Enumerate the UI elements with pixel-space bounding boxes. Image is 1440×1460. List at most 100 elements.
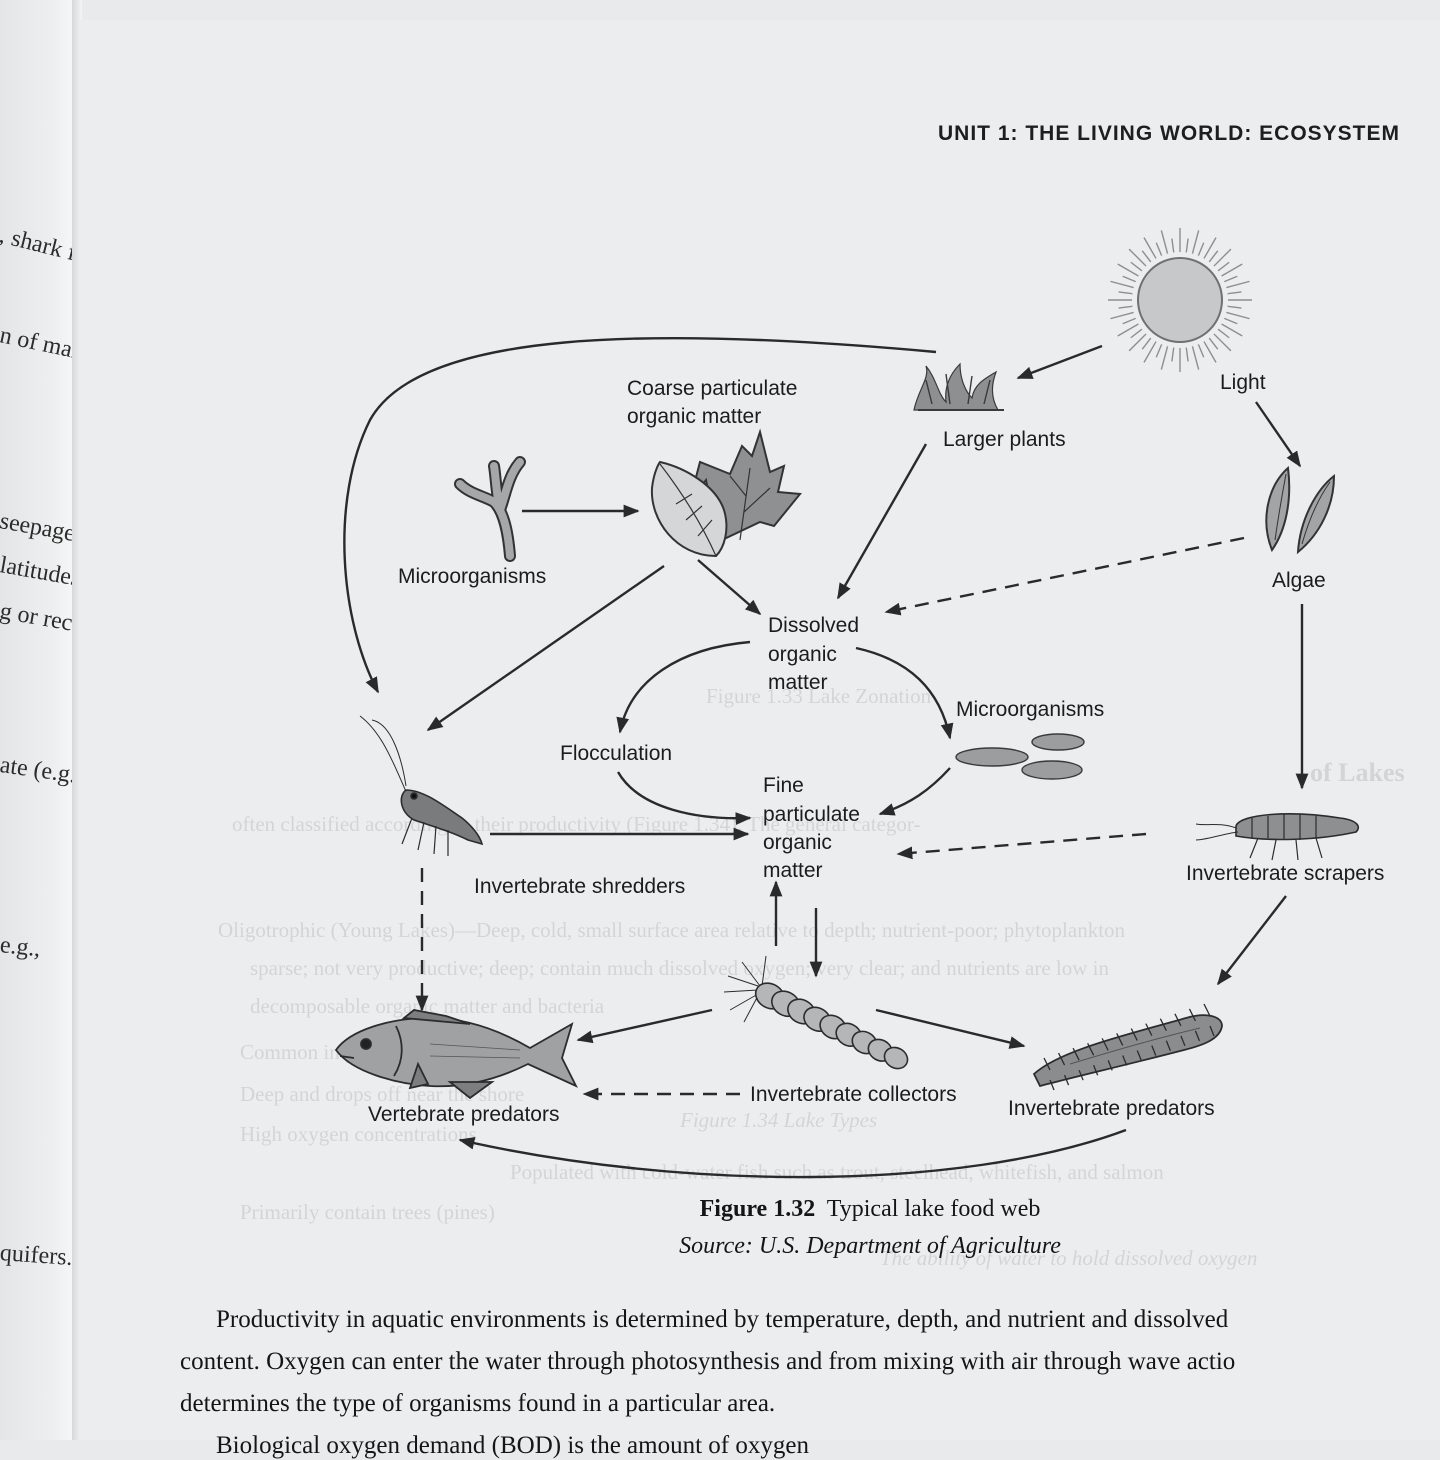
- bleed-text: The ability of water to hold dissolved o…: [880, 1246, 1258, 1270]
- arrow-sun-to-plants: [1016, 344, 1103, 380]
- sun-ray: [1110, 280, 1134, 289]
- sun-ray: [1221, 263, 1243, 277]
- sun-ray: [1208, 250, 1219, 263]
- larva-leg: [1151, 1045, 1157, 1056]
- label-larger-plants: Larger plants: [943, 428, 1066, 451]
- larva-leg: [1174, 1013, 1182, 1027]
- microorganism-branch-icon: [454, 456, 526, 562]
- label-fine-line1: Fine: [763, 774, 804, 797]
- arrow-collectors-to-invertebrate-predators: [875, 1008, 1026, 1049]
- algae-icon: [1265, 465, 1336, 555]
- sun-ray: [1185, 238, 1189, 253]
- bleed-text: Primarily contain trees (pines): [240, 1200, 495, 1224]
- sun-ray: [1191, 346, 1200, 370]
- sun-ray: [1130, 261, 1143, 272]
- body-line: content. Oxygen can enter the water thro…: [180, 1348, 1236, 1375]
- larva-leg: [1087, 1042, 1095, 1056]
- sun-ray: [1224, 275, 1238, 283]
- label-microorganisms-left: Microorganisms: [398, 565, 546, 588]
- larva-leg: [1107, 1060, 1113, 1071]
- bleed-text: of Lakes: [1310, 758, 1405, 787]
- larva-leg: [1145, 1023, 1153, 1036]
- body-line: determines the type of organisms found i…: [180, 1390, 776, 1417]
- sun-ray: [1197, 344, 1205, 358]
- larger-plants-icon: [913, 362, 1004, 411]
- shrimp-icon: [359, 715, 484, 856]
- body-line: Biological oxygen demand (BOD) is the am…: [216, 1432, 809, 1459]
- microorganisms-cells-icon: [955, 733, 1085, 780]
- larva-leg: [1130, 1028, 1138, 1041]
- bleed-text: often classified according to their prod…: [232, 812, 921, 836]
- label-microorganisms-right: Microorganisms: [956, 698, 1104, 721]
- label-fine-line2: particulate: [763, 803, 860, 826]
- sun-ray: [1217, 261, 1230, 272]
- bleed-text: Figure 1.33 Lake Zonation: [706, 684, 932, 708]
- label-invertebrate-shredders: Invertebrate shredders: [474, 875, 685, 898]
- sun-ray: [1117, 323, 1139, 337]
- larva-leg: [1043, 1057, 1051, 1071]
- sun-ray: [1118, 291, 1133, 295]
- bleed-text: Oligotrophic (Young Lakes)—Deep, cold, s…: [218, 918, 1126, 942]
- predator-larva-icon: [1032, 1003, 1223, 1091]
- sun-ray: [1122, 275, 1136, 283]
- sun-ray: [1171, 238, 1175, 253]
- sun-ray: [1208, 337, 1219, 350]
- arrow-plants-to-dissolved: [836, 443, 928, 600]
- sun-ray: [1191, 230, 1200, 254]
- larva-leg: [1078, 1069, 1084, 1081]
- figure-source: Source: U.S. Department of Agriculture: [679, 1233, 1061, 1259]
- left-page: , shark fins n of marine seepage latitud…: [0, 0, 78, 1440]
- arrow-scrapers-to-invertebrate-predators: [1217, 895, 1287, 986]
- arrow-light-to-algae: [1255, 401, 1301, 468]
- larva-leg: [1159, 1018, 1167, 1032]
- larva-leg: [1116, 1033, 1124, 1046]
- fish-icon: [334, 1009, 578, 1100]
- bleed-text: High oxygen concentrations: [240, 1122, 477, 1146]
- sun-ray: [1110, 311, 1134, 320]
- label-flocculation: Flocculation: [560, 742, 672, 765]
- label-dissolved-line2: organic: [768, 643, 837, 666]
- sun-ray: [1224, 317, 1238, 325]
- running-head: UNIT 1: THE LIVING WORLD: ECOSYSTEM: [938, 122, 1401, 145]
- larva-leg: [1180, 1035, 1186, 1047]
- label-invertebrate-scrapers: Invertebrate scrapers: [1186, 862, 1384, 885]
- sun-ray: [1160, 230, 1169, 254]
- bleed-text: Figure 1.34 Lake Types: [680, 1108, 878, 1132]
- larva-leg: [1072, 1047, 1080, 1061]
- arrow-scrapers-to-fine: [896, 832, 1147, 860]
- label-coarse-line2: organic matter: [627, 405, 761, 428]
- sun-ray: [1185, 347, 1189, 362]
- sun-ray: [1226, 311, 1250, 320]
- sun-ray: [1155, 344, 1163, 358]
- larva-segment: [883, 1046, 909, 1070]
- label-fine-line4: matter: [763, 859, 823, 882]
- body-line: Productivity in aquatic environments is …: [216, 1306, 1229, 1333]
- sun-ray: [1197, 242, 1205, 256]
- arrow-leaves-to-shredders: [426, 565, 665, 731]
- arrow-dissolved-to-flocculation: [616, 640, 751, 734]
- sun-ray: [1155, 242, 1163, 256]
- sun-ray: [1226, 280, 1250, 289]
- book-gutter: [72, 0, 82, 1440]
- sun-ray: [1213, 333, 1232, 352]
- arrow-algae-to-dissolved: [884, 536, 1245, 616]
- sun-ray: [1141, 250, 1152, 263]
- figure-number: Figure 1.32: [699, 1196, 816, 1222]
- larva-leg: [1057, 1052, 1066, 1066]
- sun-ray: [1227, 291, 1242, 295]
- sun-ray: [1227, 305, 1242, 309]
- label-fine-line3: organic: [763, 831, 832, 854]
- label-dissolved-line1: Dissolved: [768, 614, 859, 637]
- sun-ray: [1117, 263, 1139, 277]
- arrow-flocculation-to-fine: [616, 771, 752, 825]
- arrow-leaves-to-dissolved: [697, 559, 762, 616]
- larva-leg: [1122, 1055, 1128, 1066]
- sun-ray: [1143, 237, 1157, 259]
- larva-leg: [1165, 1040, 1171, 1051]
- leaves-icon: [650, 428, 802, 558]
- larva-leg: [1063, 1074, 1070, 1086]
- label-coarse-line1: Coarse particulate: [627, 377, 797, 400]
- larva-leg: [1203, 1003, 1211, 1017]
- collector-larva-icon: [723, 955, 909, 1070]
